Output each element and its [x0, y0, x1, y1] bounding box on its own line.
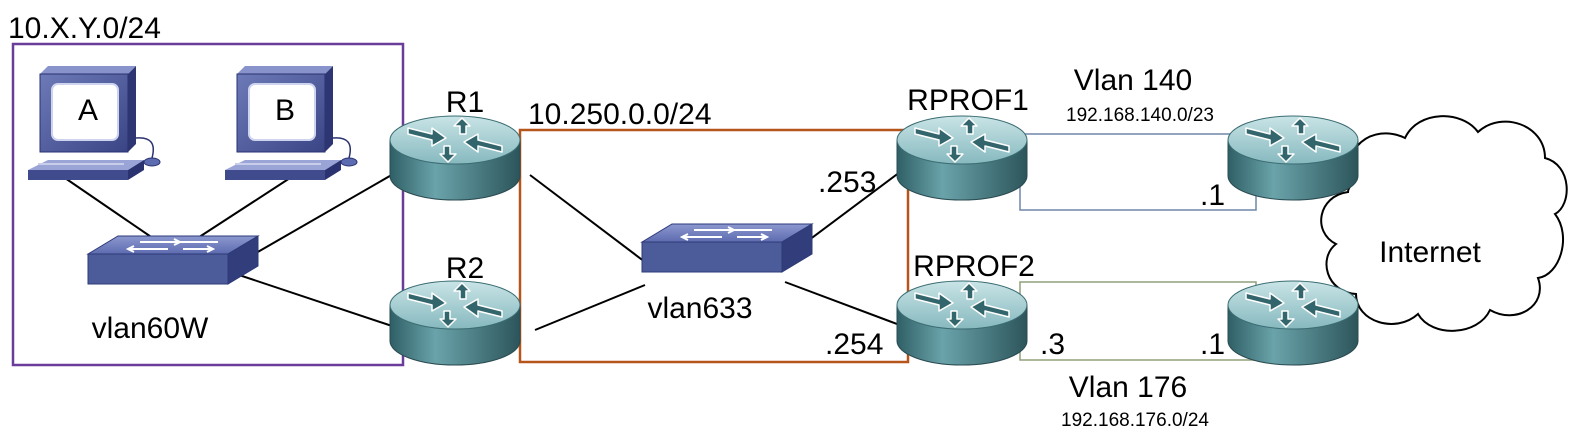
internet-label: Internet	[1379, 236, 1481, 269]
lan-switch-label: vlan60W	[92, 312, 209, 345]
link-vlan633-rprof2	[784, 281, 906, 328]
transit-switch-label: vlan633	[647, 292, 752, 325]
upstream2-host-id: .1	[1200, 328, 1225, 361]
r2-label: R2	[446, 252, 484, 285]
transit-subnet-label: 10.250.0.0/24	[528, 98, 712, 131]
link-pc-b-switch	[189, 177, 291, 244]
transit-switch-icon	[641, 223, 813, 273]
lan-switch-icon	[87, 235, 259, 285]
rprof2-label: RPROF2	[913, 250, 1035, 283]
rprof2-router-icon	[896, 280, 1028, 366]
link-r1-vlan633	[529, 174, 646, 263]
rprof1-host-id: .253	[818, 166, 876, 199]
rprof2-vlan176-host-id: .3	[1040, 328, 1065, 361]
vlan140-name: Vlan 140	[1074, 64, 1192, 97]
pc-b-label: B	[275, 94, 295, 127]
vlan176-name: Vlan 176	[1069, 371, 1187, 404]
internet-cloud-icon	[1320, 115, 1568, 332]
r1-router-icon	[389, 115, 521, 201]
link-pc-a-switch	[64, 177, 161, 244]
rprof1-router-icon	[896, 115, 1028, 201]
vlan176-network: 192.168.176.0/24	[1061, 410, 1209, 431]
vlan140-network: 192.168.140.0/23	[1066, 105, 1214, 126]
lan-subnet-label: 10.X.Y.0/24	[8, 12, 161, 45]
r1-label: R1	[446, 86, 484, 119]
pc-a-label: A	[78, 94, 98, 127]
r2-router-icon	[389, 280, 521, 366]
link-switch-r2	[229, 271, 396, 328]
lan-subnet-box	[11, 42, 405, 367]
upstream-router-2-icon	[1227, 280, 1359, 366]
rprof2-host-id: .254	[825, 328, 883, 361]
link-r2-vlan633	[534, 284, 646, 331]
upstream1-host-id: .1	[1200, 179, 1225, 212]
upstream-router-1-icon	[1227, 115, 1359, 201]
transit-subnet-box	[518, 128, 910, 364]
rprof1-label: RPROF1	[907, 84, 1029, 117]
